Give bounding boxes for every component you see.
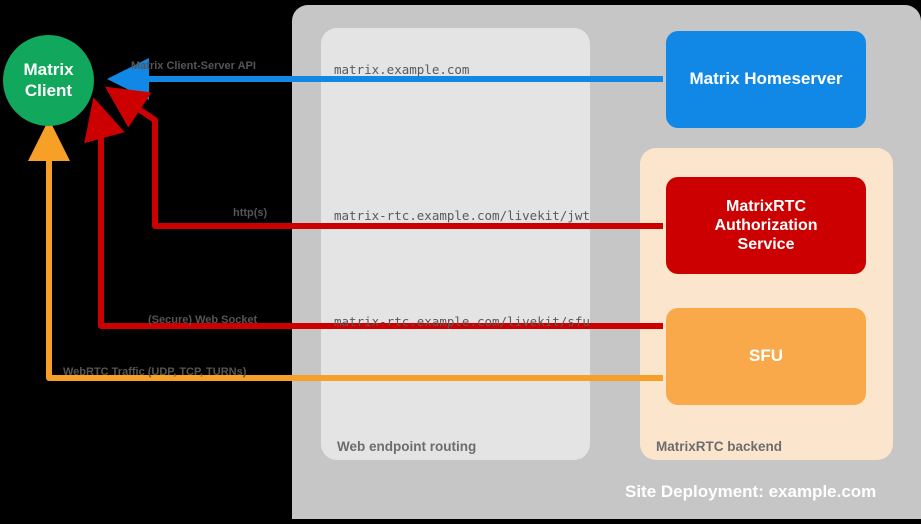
matrix-homeserver-label: Matrix Homeserver xyxy=(689,69,843,89)
edge-http-jwt xyxy=(105,86,663,229)
endpoint-livekit-jwt: matrix-rtc.example.com/livekit/jwt xyxy=(334,208,590,223)
site-deployment-caption: Site Deployment: example.com xyxy=(625,482,877,501)
matrixrtc-backend-caption: MatrixRTC backend xyxy=(656,439,783,454)
matrix-client-node[interactable]: Matrix Client xyxy=(3,35,94,126)
matrix-client-label-line1: Matrix xyxy=(23,60,74,80)
edge-label-http: http(s) xyxy=(233,207,268,219)
edge-secure-websocket xyxy=(84,97,663,329)
web-endpoint-routing-caption: Web endpoint routing xyxy=(337,439,477,454)
edge-label-secure-websocket: (Secure) Web Socket xyxy=(148,314,258,326)
web-endpoint-routing-container xyxy=(321,28,590,460)
edge-webrtc-traffic xyxy=(27,119,663,381)
auth-service-label-line2: Authorization xyxy=(714,216,818,234)
matrixrtc-authorization-service-node[interactable]: MatrixRTC Authorization Service xyxy=(666,177,866,274)
matrix-homeserver-node[interactable]: Matrix Homeserver xyxy=(666,31,866,128)
sfu-node[interactable]: SFU xyxy=(666,308,866,405)
endpoint-matrix-example-com: matrix.example.com xyxy=(334,62,470,77)
matrix-client-label-line2: Client xyxy=(24,80,73,100)
edge-label-webrtc-traffic: WebRTC Traffic (UDP, TCP, TURNs) xyxy=(63,366,247,378)
edge-label-client-server-api: Matrix Client-Server API xyxy=(131,60,256,72)
auth-service-label-line3: Service xyxy=(737,236,795,254)
auth-service-label-line1: MatrixRTC xyxy=(725,197,806,215)
endpoint-livekit-sfu: matrix-rtc.example.com/livekit/sfu xyxy=(334,314,590,329)
sfu-label: SFU xyxy=(749,346,783,366)
